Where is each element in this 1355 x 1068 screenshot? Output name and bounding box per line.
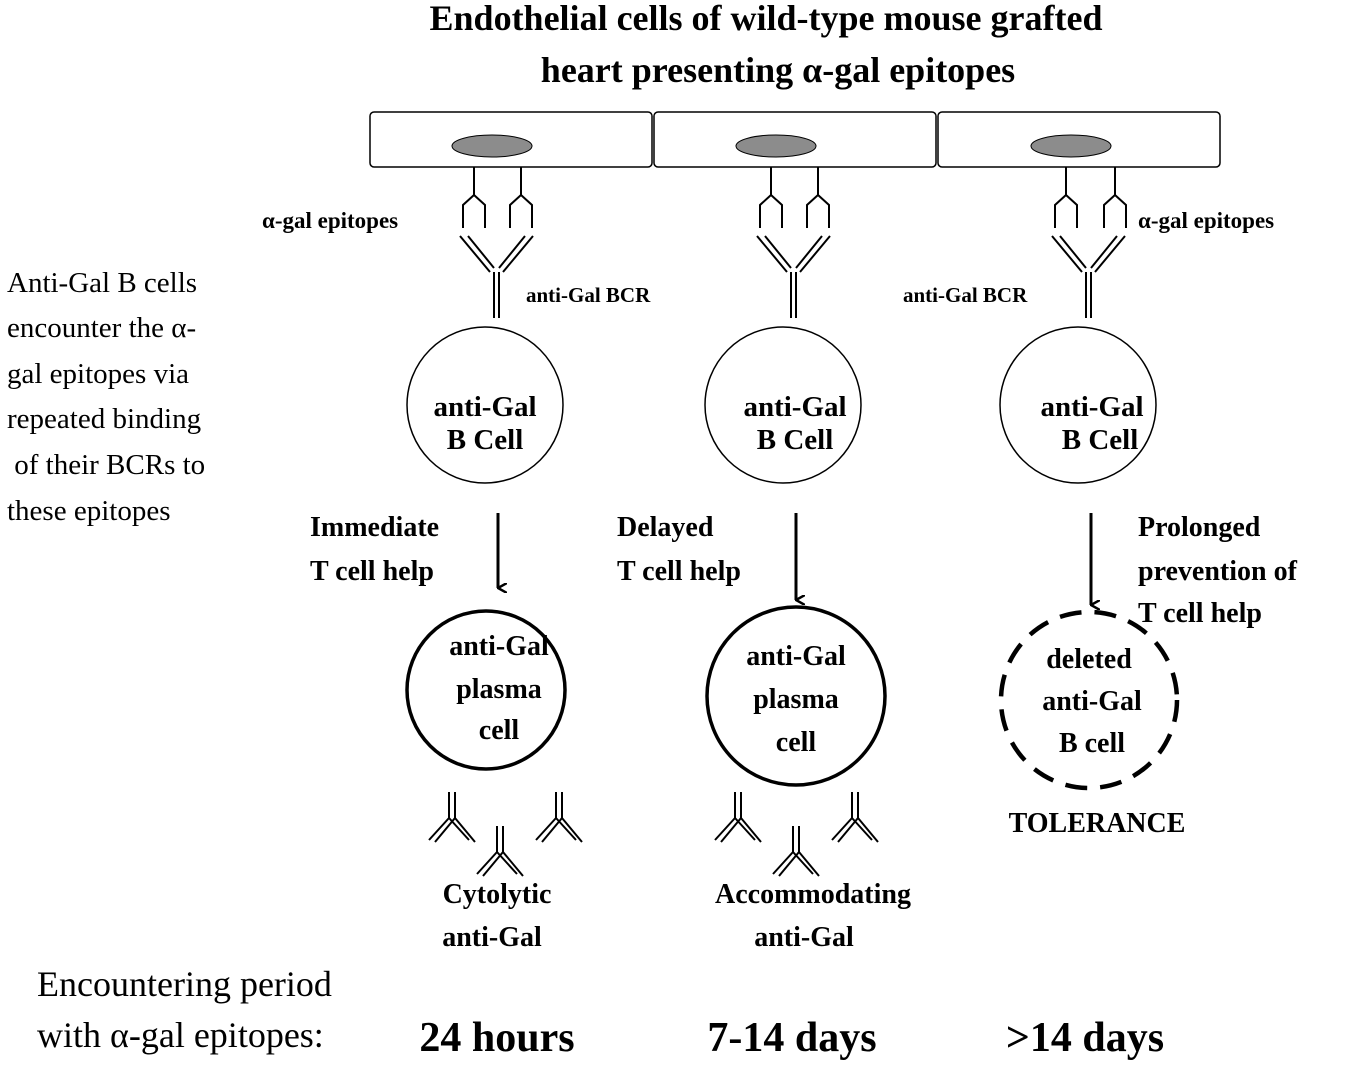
antibody-icon xyxy=(714,792,762,843)
t-cell-help-label: T cell help xyxy=(1138,598,1262,629)
antibodies-accommodating xyxy=(714,792,879,877)
antibody-icon xyxy=(476,826,524,877)
nucleus-2 xyxy=(735,134,817,158)
t-cell-help-label: T cell help xyxy=(617,556,741,587)
epitope-stalk xyxy=(1054,167,1078,228)
antibody-icon xyxy=(428,792,476,843)
b-cell-circle xyxy=(999,326,1157,484)
t-cell-help-label: prevention of xyxy=(1138,556,1298,587)
antibody-icon xyxy=(772,826,820,877)
column-24-hours: anti-Gal B Cell Immediate T cell help an… xyxy=(310,326,583,1061)
epitopes-label-right: α-gal epitopes xyxy=(1138,208,1274,233)
epitope-stalk xyxy=(462,167,486,228)
period-value: 7-14 days xyxy=(707,1015,876,1061)
b-cell-label: anti-Gal xyxy=(433,391,536,423)
epitope-stalk xyxy=(759,167,783,228)
epitopes-label-left: α-gal epitopes xyxy=(262,208,398,233)
b-cell-circle xyxy=(406,326,564,484)
t-cell-help-label: T cell help xyxy=(310,556,434,587)
antibody-result-label: Cytolytic xyxy=(443,879,552,910)
diagram-title-line-1: Endothelial cells of wild-type mouse gra… xyxy=(430,0,1103,38)
b-cell-circle xyxy=(704,326,862,484)
antibody-result-label: Accommodating xyxy=(715,879,911,910)
tolerance-label: TOLERANCE xyxy=(1009,808,1186,839)
deleted-cell-label: anti-Gal xyxy=(1042,686,1142,717)
epitope-stalk xyxy=(509,167,533,228)
period-value: >14 days xyxy=(1006,1015,1164,1061)
side-note-line: encounter the α- xyxy=(7,312,196,344)
deleted-cell-label: B cell xyxy=(1059,728,1125,759)
b-cell-label: B Cell xyxy=(447,424,524,456)
b-cell-label: B Cell xyxy=(757,424,834,456)
column-7-14-days: anti-Gal B Cell Delayed T cell help anti… xyxy=(617,326,911,1061)
diagram-title-line-2: heart presenting α-gal epitopes xyxy=(541,50,1015,90)
plasma-cell-label: cell xyxy=(479,715,520,746)
plasma-cell-circle xyxy=(405,609,567,771)
epitope-stalks xyxy=(462,167,1127,228)
bcr-receptor-3 xyxy=(1051,235,1126,318)
nucleus-3 xyxy=(1030,134,1112,158)
side-note-line: gal epitopes via xyxy=(7,358,189,390)
antibody-result-label: anti-Gal xyxy=(442,922,542,953)
antibody-icon xyxy=(535,792,583,843)
epitope-stalk xyxy=(1103,167,1127,228)
plasma-cell-label: anti-Gal xyxy=(449,631,549,662)
period-value: 24 hours xyxy=(419,1015,574,1061)
plasma-cell-label: plasma xyxy=(456,674,542,705)
bcr-label-center: anti-Gal BCR xyxy=(526,283,651,307)
side-note-line: repeated binding xyxy=(7,403,201,435)
plasma-cell-circle xyxy=(705,605,887,787)
bcr-receptor-2 xyxy=(756,235,831,318)
plasma-cell-label: plasma xyxy=(753,684,839,715)
nucleus-1 xyxy=(451,134,533,158)
t-cell-help-label: Prolonged xyxy=(1138,512,1261,543)
column-over-14-days: anti-Gal B Cell Prolonged prevention of … xyxy=(998,326,1298,1061)
epitope-stalk xyxy=(806,167,830,228)
bcr-label-right: anti-Gal BCR xyxy=(903,283,1028,307)
plasma-cell-label: anti-Gal xyxy=(746,641,846,672)
deleted-cell-label: deleted xyxy=(1046,644,1132,675)
t-cell-help-label: Immediate xyxy=(310,512,439,543)
deleted-b-cell-circle xyxy=(998,609,1180,791)
side-note-line: Anti-Gal B cells xyxy=(7,267,197,299)
antibody-icon xyxy=(831,792,879,843)
side-note-line: these epitopes xyxy=(7,495,170,527)
b-cell-label: B Cell xyxy=(1062,424,1139,456)
bcr-receptor-1 xyxy=(459,235,534,318)
side-note: Anti-Gal B cells encounter the α- gal ep… xyxy=(7,267,205,527)
side-note-line: of their BCRs to xyxy=(7,449,205,481)
t-cell-help-label: Delayed xyxy=(617,512,714,543)
b-cell-label: anti-Gal xyxy=(1040,391,1143,423)
antibodies-cytolytic xyxy=(428,792,583,877)
bcr-receptors xyxy=(459,235,1126,318)
b-cell-label: anti-Gal xyxy=(743,391,846,423)
period-label-line-1: Encountering period xyxy=(37,964,332,1004)
endothelial-cell-layer xyxy=(369,111,1221,168)
period-label-line-2: with α-gal epitopes: xyxy=(37,1015,324,1055)
antibody-result-label: anti-Gal xyxy=(754,922,854,953)
plasma-cell-label: cell xyxy=(776,727,817,758)
